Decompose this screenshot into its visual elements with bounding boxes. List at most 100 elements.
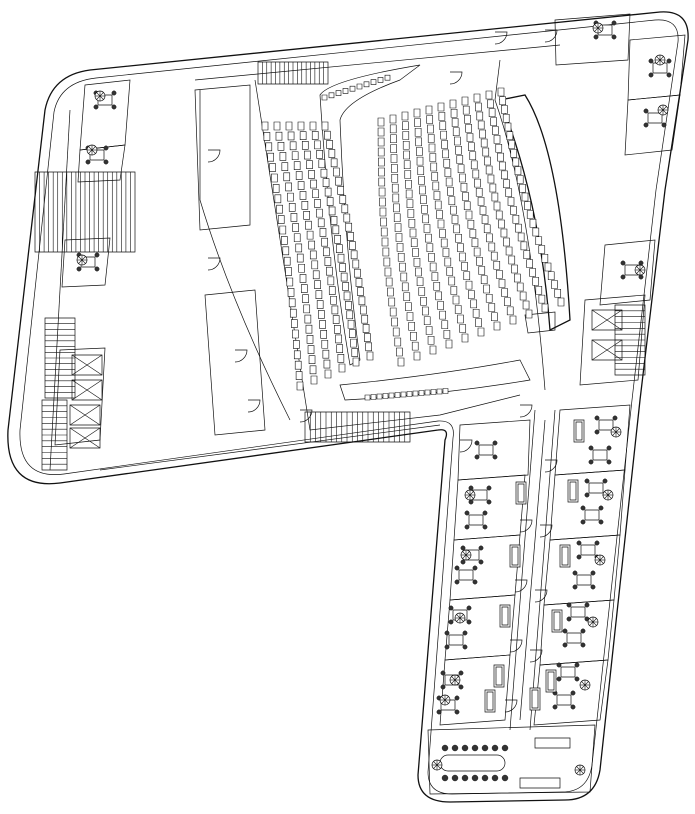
- seat: [323, 248, 329, 256]
- seat: [520, 184, 526, 192]
- seat: [287, 278, 293, 286]
- seat: [480, 130, 486, 138]
- seat: [307, 335, 313, 343]
- seat: [443, 150, 449, 158]
- seat: [496, 144, 502, 152]
- seat: [523, 301, 529, 309]
- seat: [501, 106, 507, 114]
- seat: [426, 327, 432, 335]
- seat: [404, 161, 410, 169]
- seat: [464, 272, 470, 280]
- door-swing: [535, 590, 547, 602]
- seat: [522, 193, 528, 201]
- seat: [309, 356, 315, 364]
- window-box: [72, 380, 102, 400]
- seat: [323, 179, 329, 187]
- seat: [419, 186, 425, 194]
- seat: [396, 348, 402, 356]
- seat: [515, 167, 521, 175]
- seat: [276, 132, 282, 140]
- seat: [424, 317, 430, 325]
- seat: [453, 128, 459, 136]
- seat: [294, 234, 300, 242]
- seat: [539, 295, 545, 303]
- meeting-chair: [492, 745, 498, 751]
- seat: [477, 112, 483, 120]
- seat: [402, 283, 408, 291]
- door-swing: [450, 72, 462, 84]
- seat: [359, 297, 365, 305]
- wing-west-office-1: [458, 420, 530, 480]
- seat: [343, 282, 349, 290]
- seat: [472, 239, 478, 247]
- plant: [658, 105, 668, 115]
- plant: [440, 695, 450, 705]
- seat: [510, 206, 516, 214]
- seat: [409, 322, 415, 330]
- seat: [474, 94, 480, 102]
- seat: [473, 309, 479, 317]
- seat: [319, 160, 325, 168]
- seat: [449, 197, 455, 205]
- seat: [385, 75, 390, 80]
- seat: [344, 292, 350, 300]
- meeting-chair: [462, 745, 468, 751]
- seat: [484, 285, 490, 293]
- seat: [474, 248, 480, 256]
- seat: [286, 183, 292, 191]
- seat-row-right: [378, 118, 404, 366]
- cabinet: [516, 482, 526, 504]
- seat: [438, 302, 444, 310]
- seat: [451, 287, 457, 295]
- seat: [419, 391, 424, 396]
- seat: [414, 258, 420, 266]
- seat: [545, 263, 551, 271]
- workstation: [557, 663, 579, 681]
- seat: [278, 216, 284, 224]
- auditorium-west-wall: [200, 90, 290, 420]
- seat: [463, 106, 469, 114]
- seat: [383, 394, 388, 399]
- seat: [366, 343, 372, 351]
- seat: [502, 289, 508, 297]
- seat: [350, 86, 355, 91]
- seat: [364, 334, 370, 342]
- auditorium: [200, 60, 570, 430]
- meeting-chair: [442, 745, 448, 751]
- seat: [318, 219, 324, 227]
- sofa: [520, 778, 560, 788]
- seat: [446, 340, 452, 348]
- seat: [424, 225, 430, 233]
- seat: [454, 225, 460, 233]
- seat: [379, 168, 385, 176]
- cabinet: [485, 690, 495, 712]
- seat: [264, 132, 270, 140]
- seat: [306, 161, 312, 169]
- seat: [382, 238, 388, 246]
- seat: [419, 288, 425, 296]
- seat: [316, 209, 322, 217]
- seat: [389, 393, 394, 398]
- seat: [298, 182, 304, 190]
- seat: [514, 274, 520, 282]
- seat: [452, 119, 458, 127]
- seat: [434, 192, 440, 200]
- seat: [341, 273, 347, 281]
- seat: [425, 390, 430, 395]
- plant: [95, 91, 105, 101]
- seat: [506, 247, 512, 255]
- seat: [403, 141, 409, 149]
- seat: [481, 139, 487, 147]
- corridor-line-north: [195, 45, 560, 80]
- meeting-chair: [502, 775, 508, 781]
- seat: [314, 199, 320, 207]
- seat: [402, 122, 408, 130]
- seat: [349, 242, 355, 250]
- seat: [322, 340, 328, 348]
- seat: [430, 346, 436, 354]
- seat: [479, 267, 485, 275]
- ne-room-1: [555, 14, 630, 65]
- seat: [391, 155, 397, 163]
- seat: [457, 156, 463, 164]
- seat: [551, 281, 557, 289]
